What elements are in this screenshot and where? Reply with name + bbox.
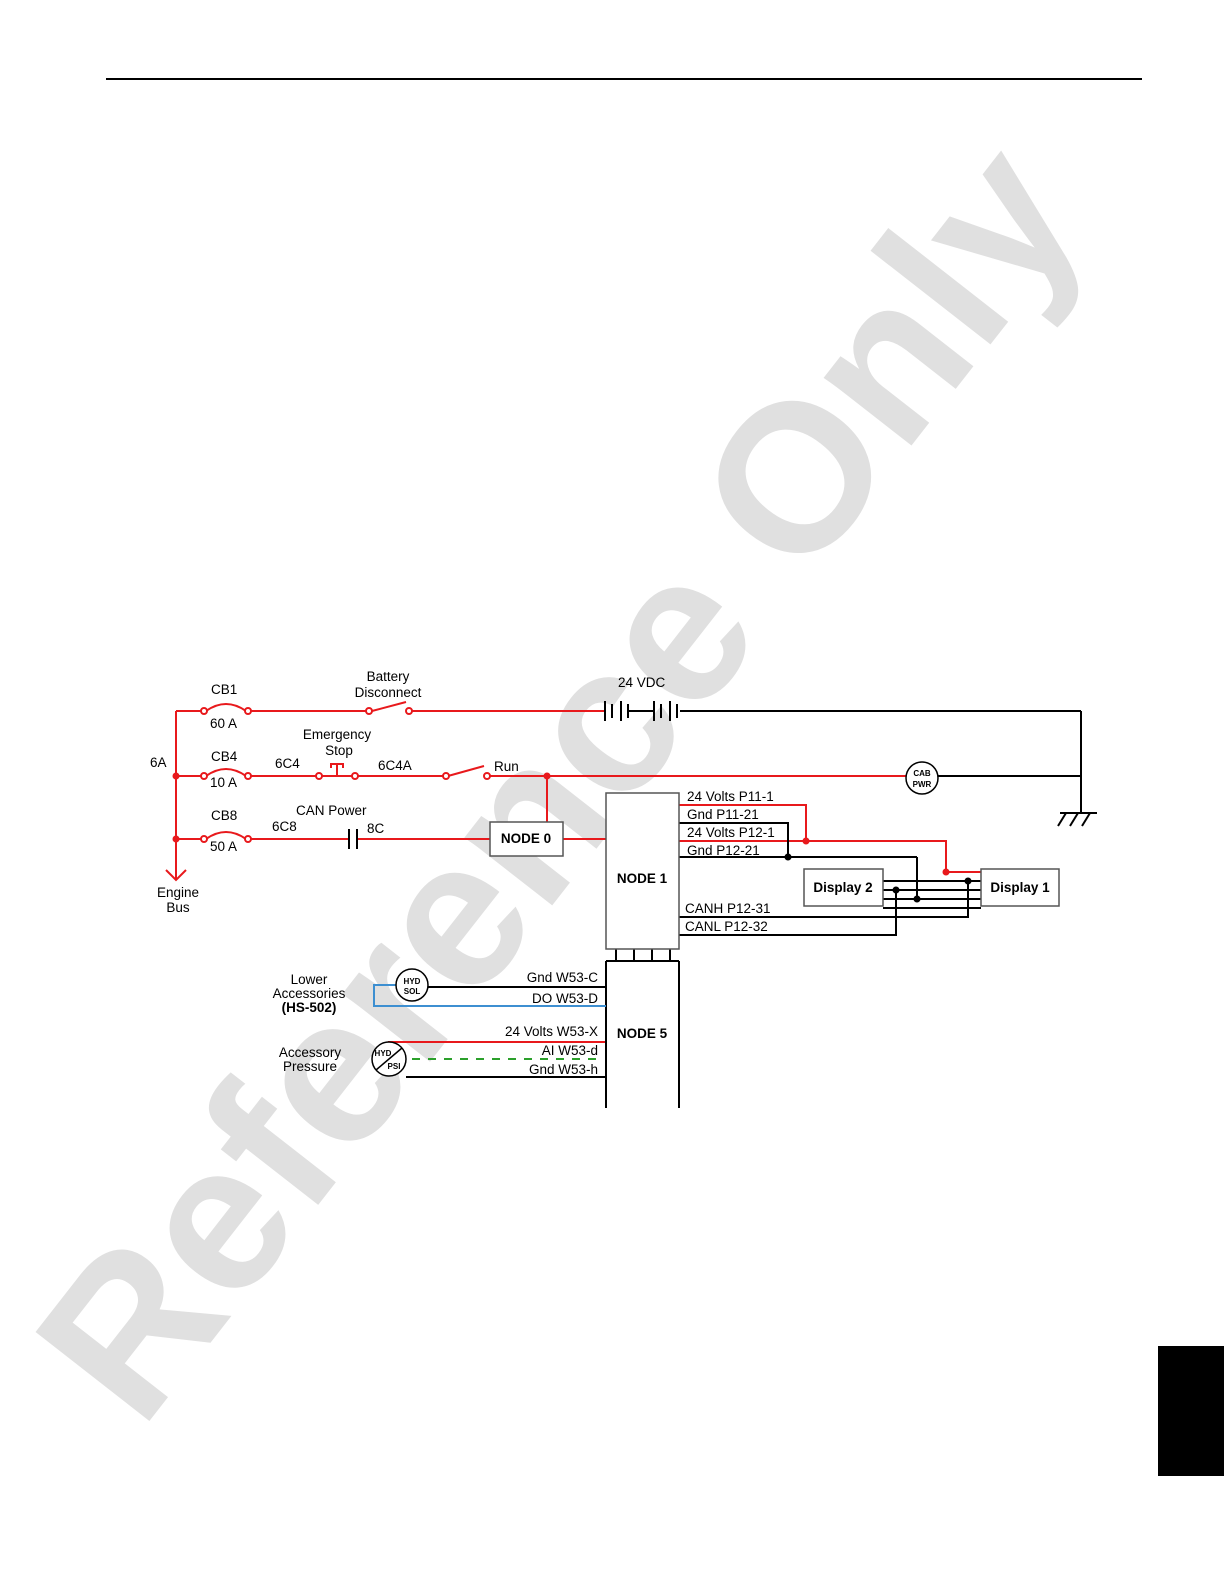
side-tab	[1158, 1346, 1224, 1476]
8c-label: 8C	[367, 821, 385, 836]
hyd-sol-label-2: SOL	[404, 987, 421, 996]
do-w53d-label: DO W53-D	[532, 991, 598, 1006]
acc-press-label-1: Accessory	[279, 1045, 342, 1060]
node-1-box	[605, 792, 680, 950]
node-0-box	[489, 821, 564, 857]
emergency-stop-icon	[322, 763, 352, 777]
cb8-rating: 50 A	[210, 839, 237, 854]
cb8-label: CB8	[211, 808, 237, 823]
gnd-w53h-label: Gnd W53-h	[529, 1062, 598, 1077]
hyd-sol-label-1: HYD	[404, 977, 421, 986]
hyd-psi-gauge-icon	[371, 1041, 407, 1077]
cb4-label: CB4	[211, 749, 238, 764]
acc-press-label-2: Pressure	[283, 1059, 337, 1074]
cab-pwr-label-2: PWR	[913, 780, 932, 789]
cb1-label: CB1	[211, 682, 237, 697]
capacitor-icon	[348, 829, 358, 849]
engine-bus-label-2: Bus	[166, 900, 190, 915]
lower-acc-label-1: Lower	[291, 972, 328, 987]
can-power-label: CAN Power	[296, 803, 367, 818]
6c4a-label: 6C4A	[378, 758, 412, 773]
lower-acc-label-3: (HS-502)	[282, 1000, 337, 1015]
run-label: Run	[494, 759, 519, 774]
gauge-hyd-label: HYD	[375, 1049, 392, 1058]
display-2-label: Display 2	[813, 880, 872, 895]
gauge-psi-label: PSI	[388, 1062, 401, 1071]
battery-disconnect-label-2: Disconnect	[355, 685, 422, 700]
p12-21-label: Gnd P12-21	[687, 843, 760, 858]
six-a-label: 6A	[150, 755, 167, 770]
p11-1-label: 24 Volts P11-1	[687, 789, 774, 804]
hyd-sol-icon	[395, 968, 429, 1002]
display-2-box	[803, 868, 884, 907]
6c4-label: 6C4	[275, 756, 300, 771]
ground-can-wiring	[406, 710, 1097, 1108]
lower-acc-label-2: Accessories	[273, 986, 346, 1001]
power-wiring	[165, 701, 981, 1043]
canl-label: CANL P12-32	[685, 919, 768, 934]
display-1-label: Display 1	[990, 880, 1050, 895]
v24-w53x-label: 24 Volts W53-X	[505, 1024, 598, 1039]
vdc-label: 24 VDC	[618, 675, 666, 690]
cb1-rating: 60 A	[210, 716, 237, 731]
cab-pwr-label-1: CAB	[913, 769, 931, 778]
6c8-label: 6C8	[272, 819, 297, 834]
do-wire	[373, 984, 606, 1007]
cb4-rating: 10 A	[210, 775, 237, 790]
cab-pwr-icon	[905, 761, 939, 795]
battery-disconnect-label-1: Battery	[367, 669, 410, 684]
estop-label-2: Stop	[325, 743, 353, 758]
ai-w53d-label: AI W53-d	[542, 1043, 598, 1058]
canh-label: CANH P12-31	[685, 901, 771, 916]
estop-label-1: Emergency	[303, 727, 372, 742]
junction-dots	[172, 772, 972, 903]
p11-21-label: Gnd P11-21	[687, 807, 759, 822]
engine-bus-label-1: Engine	[157, 885, 199, 900]
node-1-label: NODE 1	[617, 871, 668, 886]
header-rule	[106, 78, 1142, 80]
gnd-w53c-label: Gnd W53-C	[527, 970, 599, 985]
p12-1-label: 24 Volts P12-1	[687, 825, 775, 840]
display-1-box	[980, 868, 1060, 907]
node-5-label: NODE 5	[617, 1026, 668, 1041]
battery-icon	[604, 701, 678, 721]
node-0-label: NODE 0	[501, 831, 551, 846]
